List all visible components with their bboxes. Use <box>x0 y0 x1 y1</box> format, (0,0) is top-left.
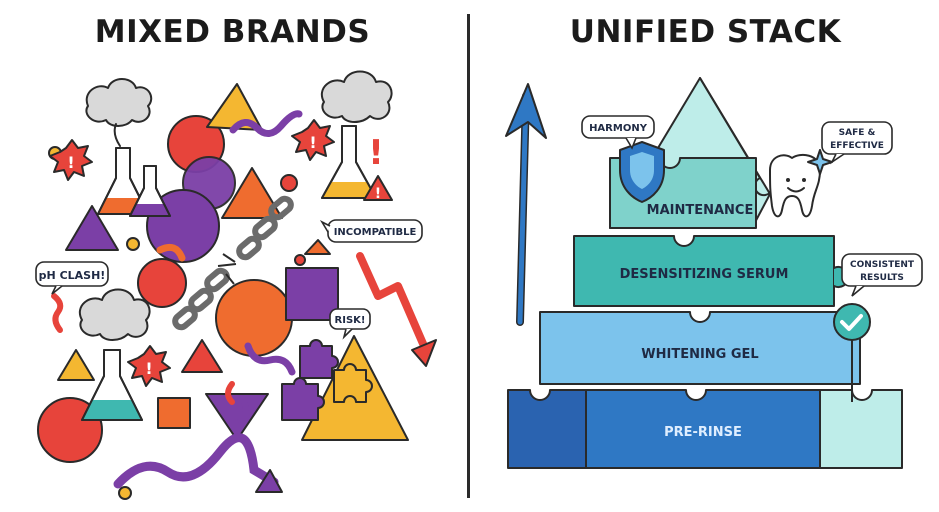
puzzle-piece-icon <box>333 363 373 403</box>
purple-squiggle <box>237 395 249 423</box>
svg-text:!: ! <box>67 153 74 172</box>
purple-down-arrow-icon <box>113 433 283 493</box>
consistent-results-callout: CONSISTENT RESULTS <box>841 253 923 297</box>
purple-squiggle <box>244 342 296 376</box>
tier-desensitizing-serum-label: DESENSITIZING SERUM <box>620 267 789 282</box>
panel-divider <box>467 14 470 498</box>
red-squiggle <box>225 381 235 405</box>
risk-callout: RISK! <box>329 308 371 340</box>
ph-clash-callout: pH CLASH! <box>35 261 109 295</box>
up-arrow-icon <box>505 83 547 326</box>
checkmark-icon <box>833 303 871 341</box>
tier-whitening-gel-label: WHITENING GEL <box>641 347 758 362</box>
flask-icon <box>129 165 171 217</box>
puzzle-piece-icon <box>281 377 325 421</box>
consistent-line1-label: CONSISTENT <box>850 260 915 270</box>
safe-effective-callout: SAFE & EFFECTIVE <box>821 121 893 165</box>
explosion-cloud-icon <box>321 70 393 123</box>
tooth-icon <box>769 153 821 218</box>
purple-square <box>285 267 339 321</box>
tier-desensitizing-serum: DESENSITIZING SERUM <box>573 235 850 307</box>
orange-squiggle <box>156 243 186 262</box>
sparkle-icon <box>807 149 833 175</box>
svg-text:!: ! <box>145 359 152 378</box>
red-squiggle <box>51 293 64 333</box>
red-dot <box>280 174 298 192</box>
red-triangle <box>181 339 223 373</box>
consistent-line2-label: RESULTS <box>860 273 904 283</box>
orange-triangle <box>221 167 283 219</box>
broken-chain-icon <box>172 195 294 331</box>
svg-text:!: ! <box>375 186 381 202</box>
unified-stack-panel: UNIFIED STACK <box>472 0 939 512</box>
mixed-brands-title: MIXED BRANDS <box>94 14 371 50</box>
yellow-dot <box>118 486 132 500</box>
incompatible-callout: INCOMPATIBLE <box>319 219 423 243</box>
unified-stack-title: UNIFIED STACK <box>569 14 842 50</box>
warning-icon: ! <box>363 175 393 202</box>
red-dot <box>294 254 306 266</box>
purple-triangle <box>65 205 119 251</box>
svg-text:!: ! <box>309 133 316 152</box>
chaos-illustration: ! ! ! ! ! pH CLASH! <box>35 70 437 500</box>
tier-whitening-gel: WHITENING GEL <box>539 311 861 385</box>
orange-triangle <box>304 239 331 255</box>
purple-triangle <box>205 393 269 441</box>
purple-squiggle <box>229 110 303 137</box>
yellow-dot <box>126 237 140 251</box>
flask-icon <box>81 349 143 421</box>
safe-line2-label: EFFECTIVE <box>830 141 884 151</box>
warning-icon: ! <box>127 345 171 387</box>
explosion-cloud-icon <box>79 288 151 341</box>
explosion-cloud-icon <box>85 78 153 147</box>
orange-circle <box>215 279 293 357</box>
unified-stack-illustration: MAINTENANCE DESENSITIZING SERUM WHITENIN… <box>505 77 923 469</box>
puzzle-piece-icon <box>299 339 339 379</box>
shield-icon <box>619 141 665 203</box>
exclamation-icon: ! <box>368 133 384 173</box>
red-down-arrow-icon <box>356 252 437 367</box>
warning-icon: ! <box>291 119 335 161</box>
tier-pre-rinse: PRE-RINSE <box>507 389 903 469</box>
ph-clash-label: pH CLASH! <box>39 269 106 282</box>
harmony-label: HARMONY <box>589 123 648 134</box>
safe-line1-label: SAFE & <box>839 128 876 138</box>
mixed-brands-panel: MIXED BRANDS <box>0 0 465 512</box>
orange-square <box>157 397 191 429</box>
risk-label: RISK! <box>335 315 366 326</box>
red-circle <box>137 258 187 308</box>
tier-maintenance-label: MAINTENANCE <box>647 203 754 218</box>
tier-pre-rinse-label: PRE-RINSE <box>664 425 742 440</box>
warning-icon: ! <box>49 139 93 181</box>
harmony-callout: HARMONY <box>581 115 655 150</box>
yellow-triangle <box>57 349 95 381</box>
incompatible-label: INCOMPATIBLE <box>334 227 417 238</box>
